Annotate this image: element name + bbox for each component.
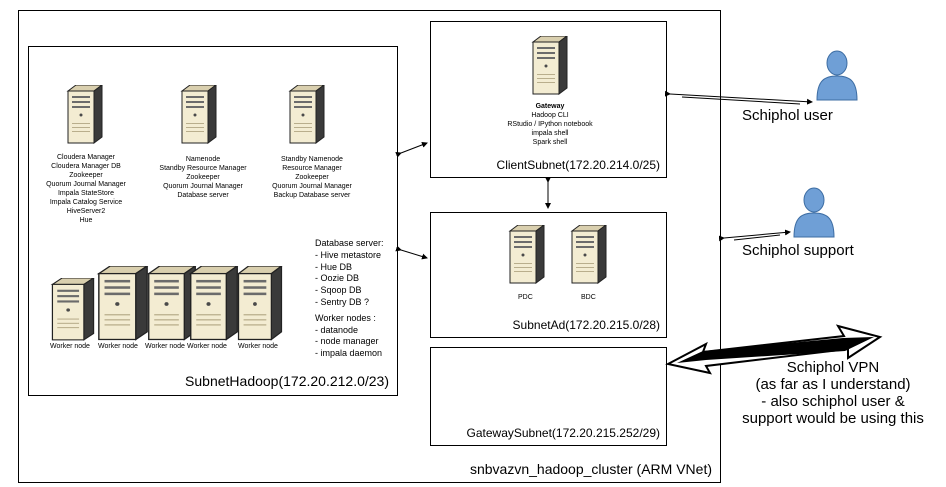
support-connector — [718, 229, 791, 242]
pdc-label: PDC — [518, 294, 533, 301]
subnet-hadoop-label: SubnetHadoop(172.20.212.0/23) — [185, 373, 389, 389]
schiphol-support-label: Schiphol support — [742, 242, 854, 259]
schiphol-user-label: Schiphol user — [742, 107, 833, 124]
server-3-labels: Standby Namenode Resource Manager Zookee… — [272, 156, 352, 199]
client-subnet-label: ClientSubnet(172.20.214.0/25) — [496, 158, 660, 172]
gateway-subnet-label: GatewaySubnet(172.20.215.252/29) — [466, 426, 660, 440]
server-2-labels: Namenode Standby Resource Manager Zookee… — [159, 156, 247, 199]
gateway-labels: Gateway Hadoop CLI RStudio / IPython not… — [490, 102, 610, 147]
worker-label: Worker node — [238, 343, 278, 350]
worker-label: Worker node — [98, 343, 138, 350]
user-connector — [664, 90, 813, 105]
server-1-labels: Cloudera Manager Cloudera Manager DB Zoo… — [46, 154, 126, 224]
hadoop-client-connector — [395, 141, 428, 158]
gateway-subnet: GatewaySubnet(172.20.215.252/29) — [430, 347, 667, 446]
vpn-arrow — [665, 324, 883, 375]
hadoop-ad-connector — [395, 245, 428, 260]
bdc-label: BDC — [581, 294, 596, 301]
subnet-ad: SubnetAd(172.20.215.0/28) — [430, 212, 667, 338]
hadoop-notes: Database server: - Hive metastore - Hue … — [315, 238, 384, 359]
gateway-title: Gateway — [535, 103, 565, 110]
vnet-label: snbvazvn_hadoop_cluster (ARM VNet) — [469, 461, 712, 477]
subnet-ad-label: SubnetAd(172.20.215.0/28) — [512, 318, 660, 332]
worker-label: Worker node — [50, 343, 90, 350]
vpn-label: Schiphol VPN (as far as I understand) - … — [742, 359, 924, 427]
worker-label: Worker node — [187, 343, 227, 350]
worker-label: Worker node — [145, 343, 185, 350]
